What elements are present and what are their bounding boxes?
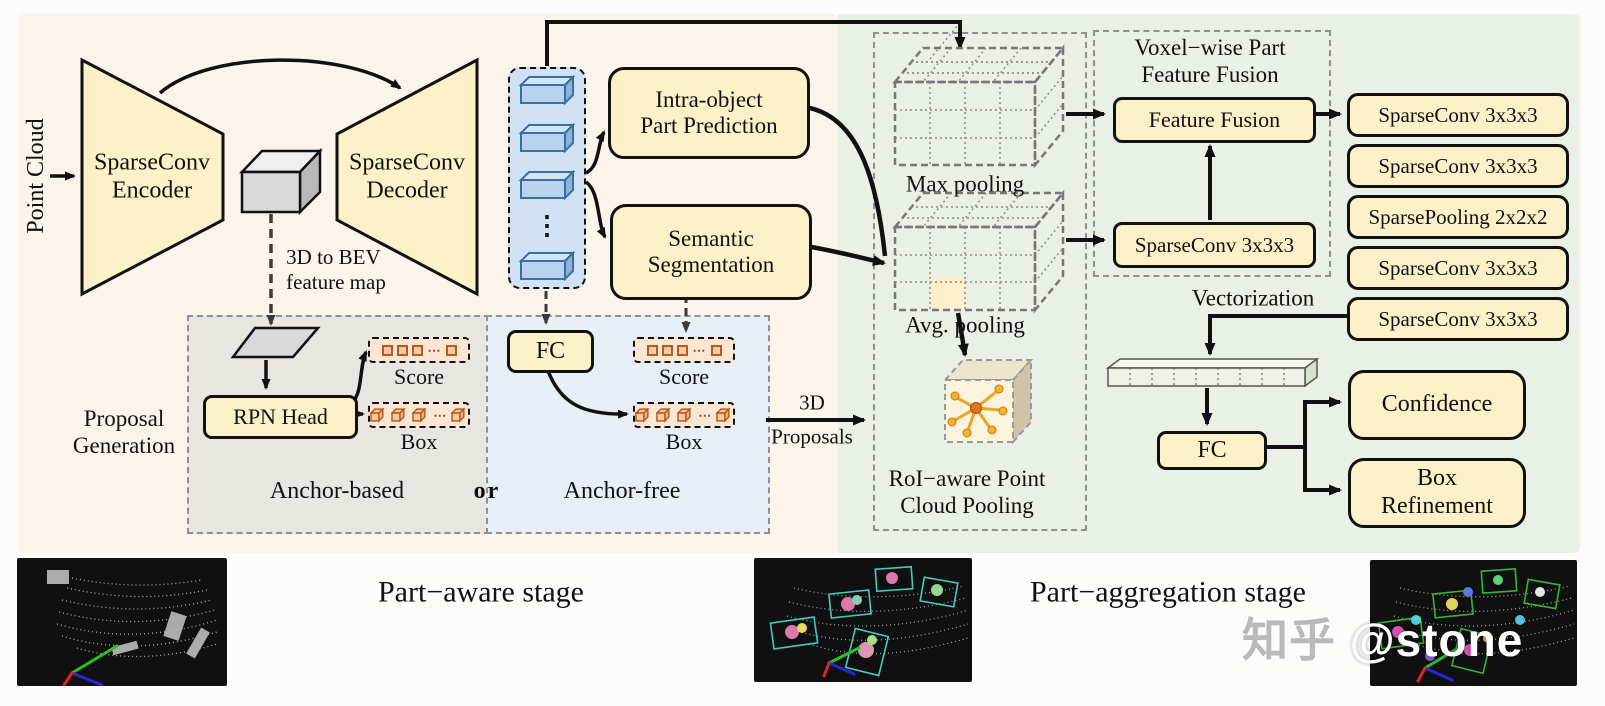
column-node-1: SparseConv 3x3x3	[1347, 93, 1569, 137]
proposals-label-top: 3D	[799, 390, 825, 415]
rpn-head-node: RPN Head	[203, 395, 358, 439]
vectorization-label: Vectorization	[1191, 285, 1315, 311]
proposal-box-icon	[676, 407, 692, 423]
score-label-anchor-based: Score	[393, 364, 445, 390]
part-aggregation-result-image	[1370, 560, 1577, 686]
proposal-box-icon	[370, 407, 385, 423]
proposal-box-icon	[411, 407, 427, 423]
ellipsis: ⋯	[698, 407, 712, 423]
score-cell-icon	[710, 344, 722, 356]
watermark-user: @stone	[1349, 614, 1524, 666]
anchor-free-label: Anchor-free	[563, 477, 681, 504]
avg-pooling-label: Avg. pooling	[905, 312, 1025, 338]
proposal-box-icon	[635, 407, 650, 423]
axes-icon	[822, 646, 861, 678]
score-strip-anchor-free: ⋯	[633, 337, 735, 363]
score-cell-icon	[676, 344, 688, 356]
fc-node-head: FC	[1157, 431, 1267, 470]
fc-node-anchor-free: FC	[507, 330, 594, 373]
feature-cuboid-icon	[518, 250, 576, 281]
anchor-based-label: Anchor-based	[269, 477, 405, 504]
feature-cuboid-icon	[518, 122, 576, 153]
score-cell-icon	[661, 344, 673, 356]
part-aware-result-image	[754, 558, 972, 682]
box-label-anchor-free: Box	[665, 429, 703, 455]
box-strip-anchor-based: ⋯	[368, 402, 470, 428]
proposal-box-icon	[390, 407, 406, 423]
proposals-label-bottom: Proposals	[771, 424, 853, 449]
voxel-feature-stack: ⋮	[508, 67, 586, 289]
score-label-anchor-free: Score	[658, 364, 710, 390]
score-cell-icon	[396, 344, 408, 356]
proposal-box-icon	[655, 407, 671, 423]
watermark: 知乎 @stone	[1242, 604, 1523, 670]
part-aware-stage-label: Part−aware stage	[378, 575, 584, 609]
feature-fusion-node: Feature Fusion	[1113, 97, 1316, 143]
axes-icon	[62, 644, 119, 686]
sparseconv-fusion-node: SparseConv 3x3x3	[1113, 222, 1316, 268]
watermark-site: 知乎	[1242, 614, 1336, 666]
proposal-box-icon	[451, 407, 466, 423]
score-cell-icon	[381, 344, 393, 356]
stack-ellipsis: ⋮	[534, 210, 560, 240]
column-node-3: SparsePooling 2x2x2	[1347, 195, 1569, 239]
pointcloud-input-image	[17, 558, 227, 686]
column-node-4: SparseConv 3x3x3	[1347, 246, 1569, 290]
score-cell-icon	[646, 344, 658, 356]
axes-icon	[1416, 648, 1457, 683]
feature-cuboid-icon	[518, 75, 576, 105]
part-aggregation-stage-label: Part−aggregation stage	[1030, 575, 1306, 609]
column-node-5: SparseConv 3x3x3	[1347, 297, 1569, 341]
ellipsis: ⋯	[433, 407, 447, 423]
score-strip-anchor-based: ⋯	[368, 337, 470, 363]
ellipsis: ⋯	[427, 342, 441, 358]
column-node-2: SparseConv 3x3x3	[1347, 144, 1569, 188]
point-cloud-label: Point Cloud	[22, 118, 49, 234]
score-cell-icon	[411, 344, 423, 356]
or-label: or	[473, 477, 501, 504]
max-pooling-label: Max pooling	[905, 171, 1025, 197]
voxel-fusion-region	[1093, 30, 1331, 277]
ellipsis: ⋯	[692, 342, 706, 358]
box-label-anchor-based: Box	[400, 429, 438, 455]
score-cell-icon	[445, 344, 457, 356]
feature-cuboid-icon	[518, 170, 576, 201]
box-strip-anchor-free: ⋯	[633, 402, 735, 428]
roi-pooling-region	[873, 32, 1087, 531]
proposal-box-icon	[716, 407, 731, 423]
confidence-node: Confidence	[1348, 370, 1526, 440]
